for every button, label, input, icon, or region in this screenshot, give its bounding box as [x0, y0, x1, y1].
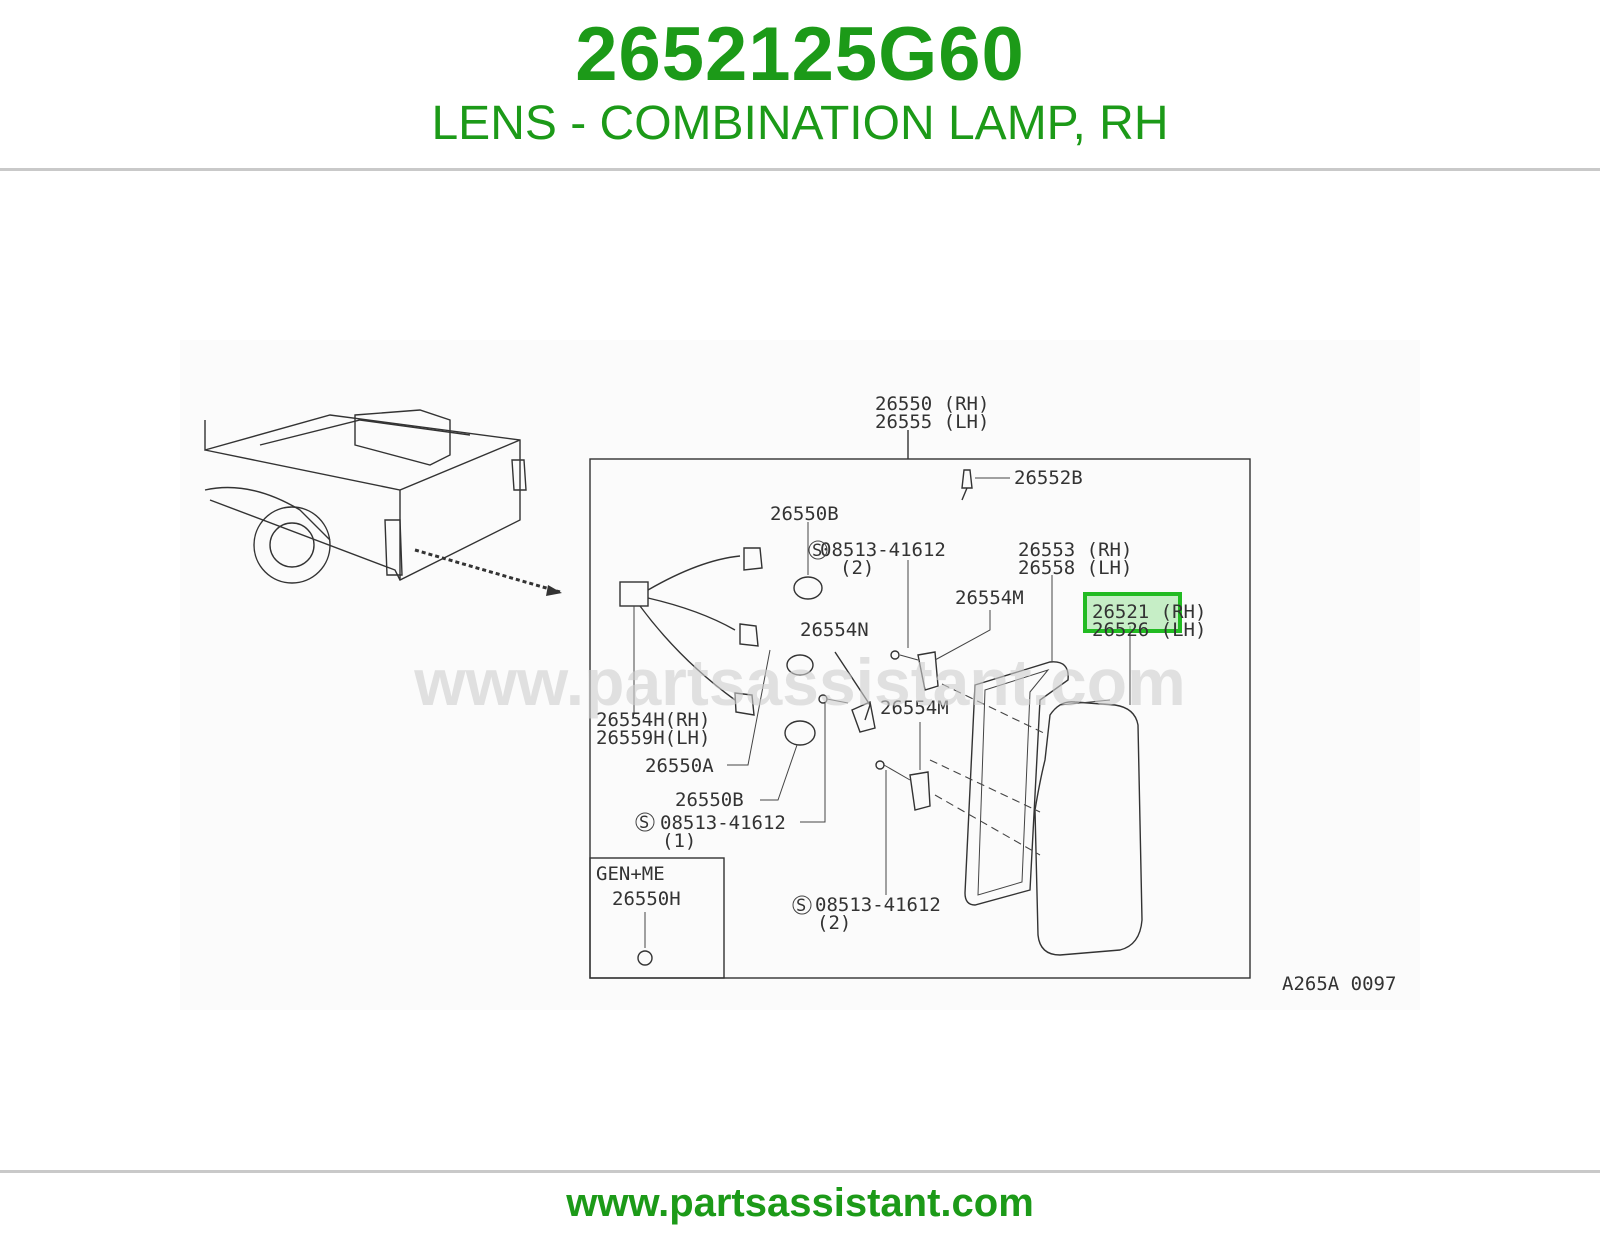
- bulb-socket-26552B: [961, 469, 1010, 501]
- callout-26554M-top: 26554M: [955, 587, 1024, 609]
- footer-divider: [0, 1170, 1600, 1173]
- clip-26550H: [637, 950, 653, 966]
- gen-me-subbox: [589, 857, 725, 979]
- highlight-box-26521: [1083, 592, 1182, 633]
- part-number-title: 2652125G60: [575, 12, 1025, 97]
- callout-screw-bottom-qty: (2): [817, 912, 851, 934]
- bulb-26550B-top: [793, 522, 823, 600]
- callout-assy-lh: 26555 (LH): [875, 411, 989, 433]
- bracket-26554N: [834, 651, 876, 733]
- part-description: LENS - COMBINATION LAMP, RH: [431, 97, 1169, 150]
- callout-26553-rh: 26553 (RH): [1018, 539, 1132, 561]
- callout-26550H: 26550H: [612, 888, 681, 910]
- callout-screw-mid-qty: (1): [662, 830, 696, 852]
- screw-symbol-top: [808, 540, 828, 560]
- callout-26552B: 26552B: [1014, 467, 1083, 489]
- gasket-26553: [964, 661, 1069, 906]
- callout-26554M-mid: 26554M: [880, 697, 949, 719]
- header-divider: [0, 168, 1600, 171]
- watermark-text: www.partsassistant.com: [413, 645, 1185, 719]
- callout-screw-top-code: 08513-41612: [820, 539, 946, 561]
- callout-26559H-lh: 26559H(LH): [596, 727, 710, 749]
- callout-26550B-top: 26550B: [770, 503, 839, 525]
- callout-26554N: 26554N: [800, 619, 869, 641]
- callout-screw-bottom-code: 08513-41612: [815, 894, 941, 916]
- callout-26550B-bottom: 26550B: [675, 789, 744, 811]
- callout-screw-top-qty: (2): [840, 557, 874, 579]
- callout-assy-rh: 26550 (RH): [875, 393, 989, 415]
- screw-symbol-mid: [635, 812, 655, 832]
- truck-rear-illustration: [204, 409, 562, 596]
- bracket-26554M-mid: [875, 722, 931, 895]
- callout-26550A: 26550A: [645, 755, 714, 777]
- callout-26554H-rh: 26554H(RH): [596, 709, 710, 731]
- bracket-26554M-top: [890, 560, 991, 691]
- screw-symbol-bottom: [792, 895, 812, 915]
- leader-26550A: [727, 649, 771, 766]
- footer-site-link[interactable]: www.partsassistant.com: [566, 1181, 1034, 1225]
- parts-diagram: 26550 (RH) 26555 (LH) 26552B 26550B 2655…: [180, 340, 1420, 1010]
- gen-me-label: GEN+ME: [596, 863, 665, 885]
- callout-screw-mid-code: 08513-41612: [660, 812, 786, 834]
- screw-symbol-mid-letter: S: [639, 813, 649, 833]
- callout-26526-lh: 26526 (LH): [1092, 619, 1206, 641]
- diagram-code: A265A 0097: [1282, 973, 1396, 995]
- callout-26521-rh: 26521 (RH): [1092, 601, 1206, 623]
- page-header: 2652125G60 LENS - COMBINATION LAMP, RH: [0, 0, 1600, 170]
- screw-symbol-top-letter: S: [812, 541, 822, 561]
- lens-26521-highlighted-part: [1034, 626, 1143, 956]
- diagram-frame: [589, 458, 1251, 979]
- wiring-harness: [619, 547, 763, 716]
- screw-symbol-bottom-letter: S: [796, 896, 806, 916]
- bulb-26550B-bottom: [760, 720, 816, 801]
- bulb-26550A: [786, 654, 814, 676]
- callout-26558-lh: 26558 (LH): [1018, 557, 1132, 579]
- parts-diagram-area: 26550 (RH) 26555 (LH) 26552B 26550B 2655…: [0, 170, 1600, 1170]
